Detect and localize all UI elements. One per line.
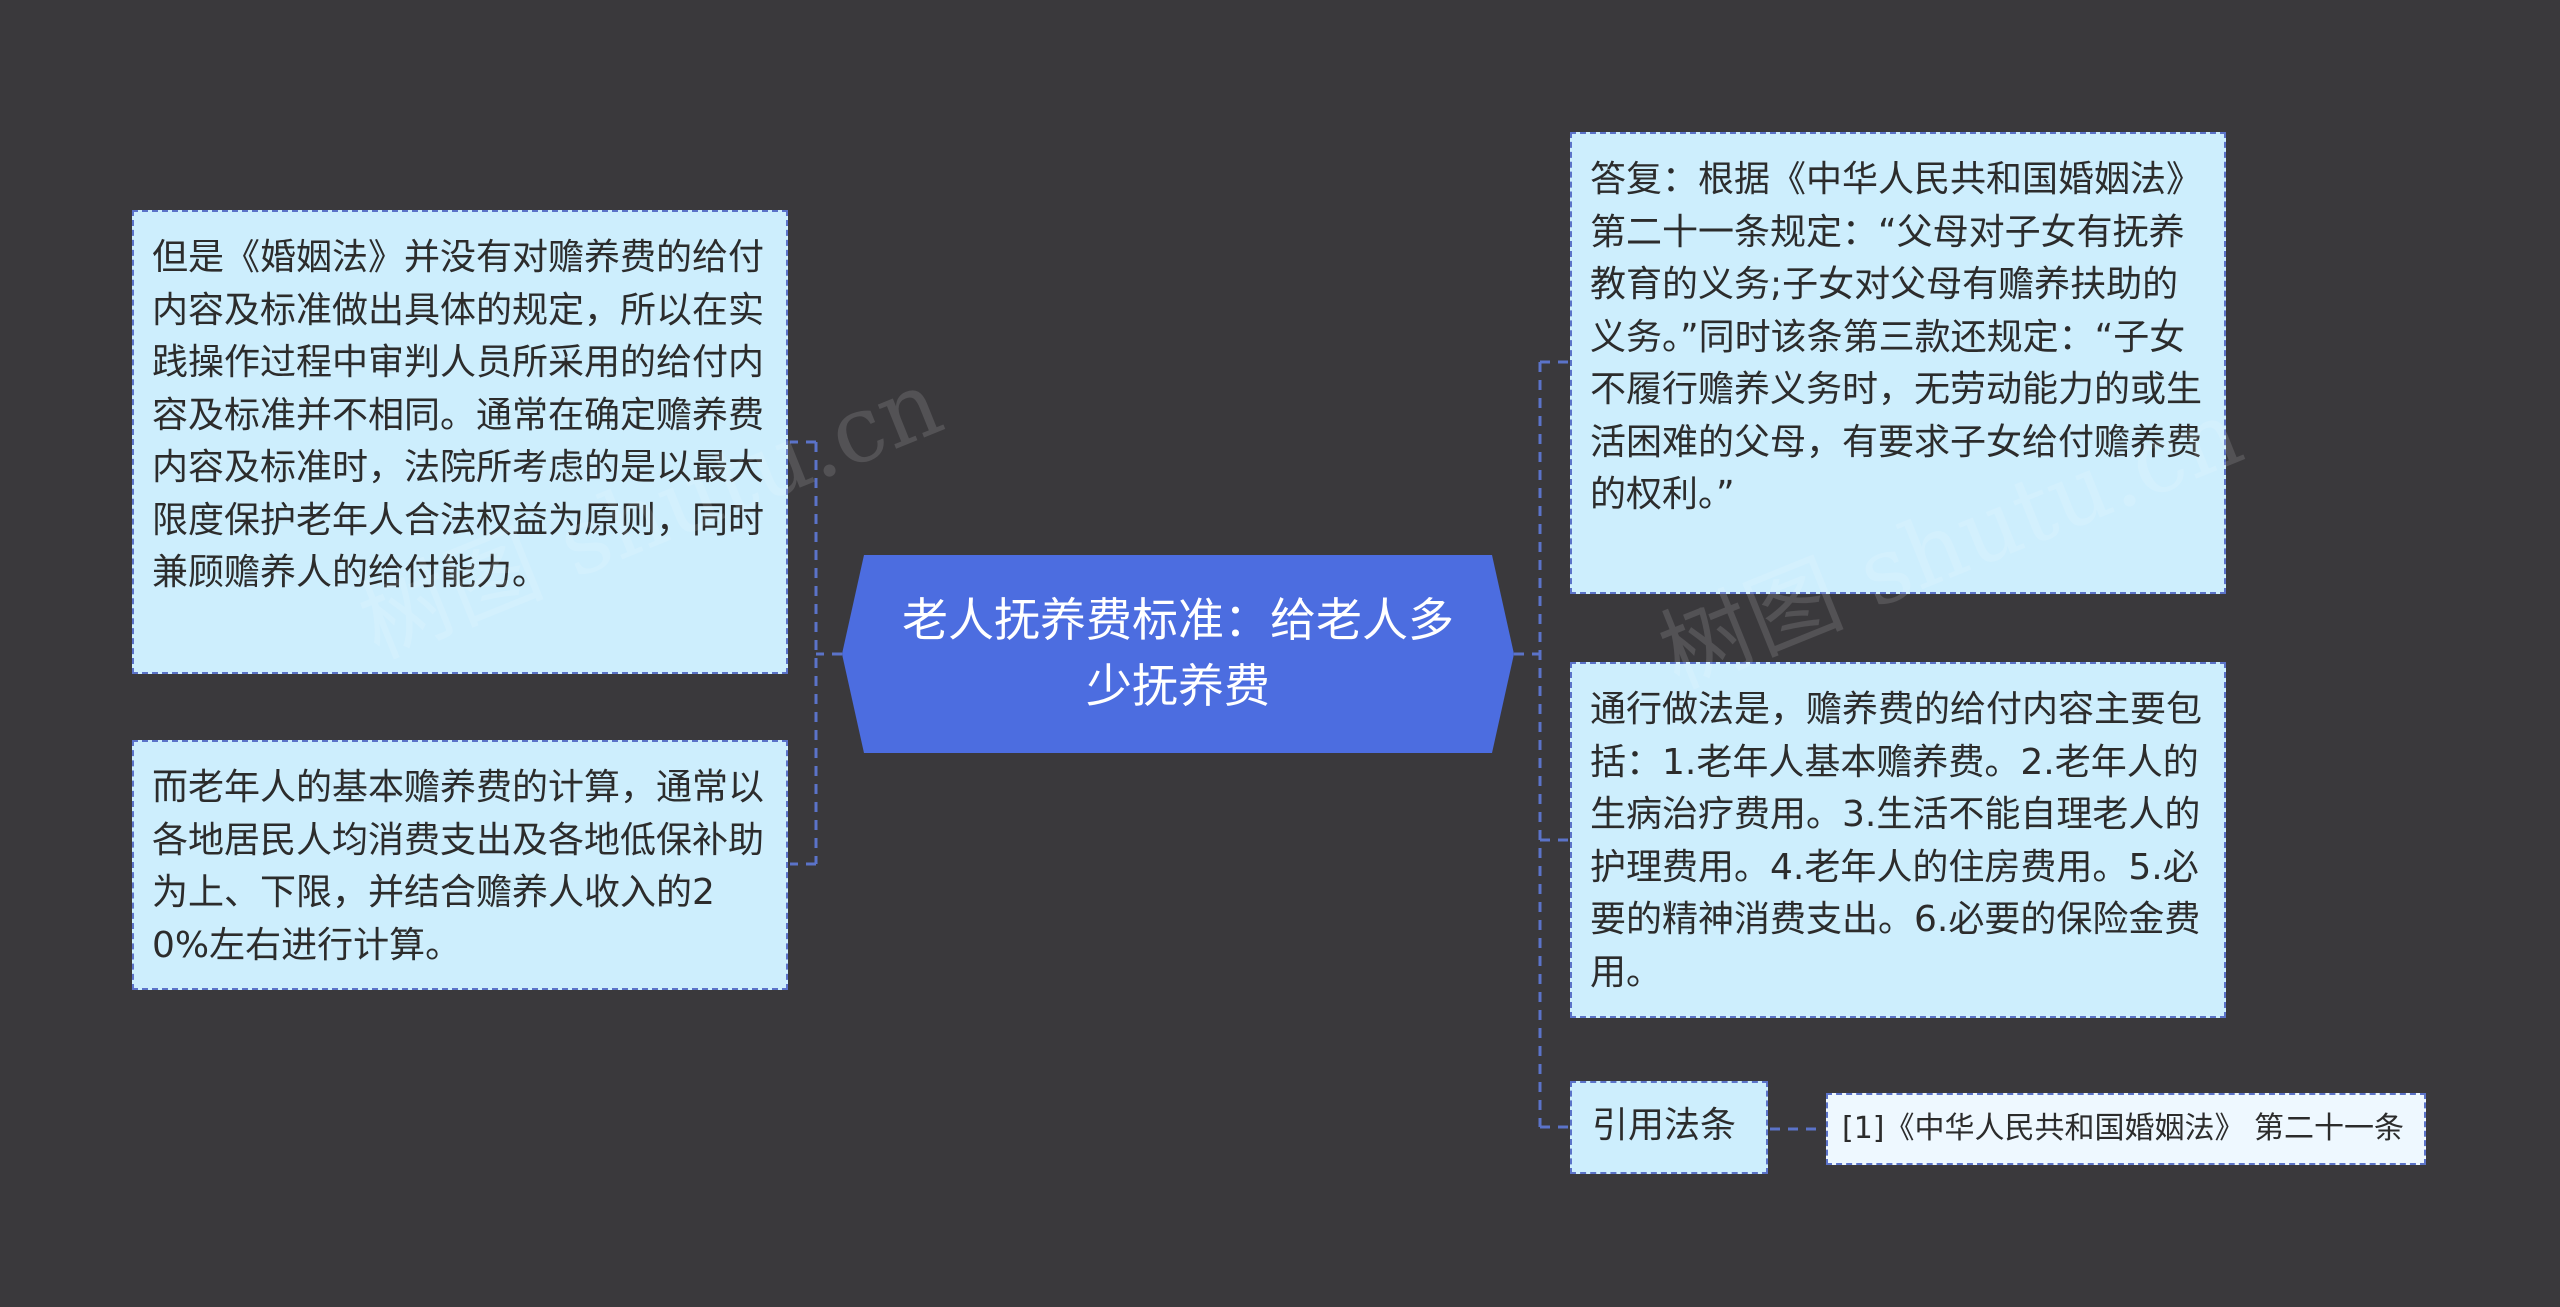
right-topic-legal-answer[interactable]: 答复：根据《中华人民共和国婚姻法》第二十一条规定：“父母对子女有抚养教育的义务;… <box>1570 132 2226 594</box>
left-topic-calculation[interactable]: 而老年人的基本赡养费的计算，通常以各地居民人均消费支出及各地低保补助为上、下限，… <box>132 740 788 990</box>
right-topic-cited-law[interactable]: 引用法条 <box>1570 1081 1768 1174</box>
right-topic-common-practice[interactable]: 通行做法是，赡养费的给付内容主要包括：1.老年人基本赡养费。2.老年人的生病治疗… <box>1570 662 2226 1018</box>
reference-item[interactable]: [1]《中华人民共和国婚姻法》 第二十一条 <box>1826 1093 2426 1165</box>
root-topic-label: 老人抚养费标准：给老人多少抚养费 <box>902 593 1454 713</box>
root-topic[interactable]: 老人抚养费标准：给老人多少抚养费 <box>842 555 1514 753</box>
root-shape <box>842 555 1514 753</box>
left-topic-judgment-standards[interactable]: 但是《婚姻法》并没有对赡养费的给付内容及标准做出具体的规定，所以在实践操作过程中… <box>132 210 788 674</box>
